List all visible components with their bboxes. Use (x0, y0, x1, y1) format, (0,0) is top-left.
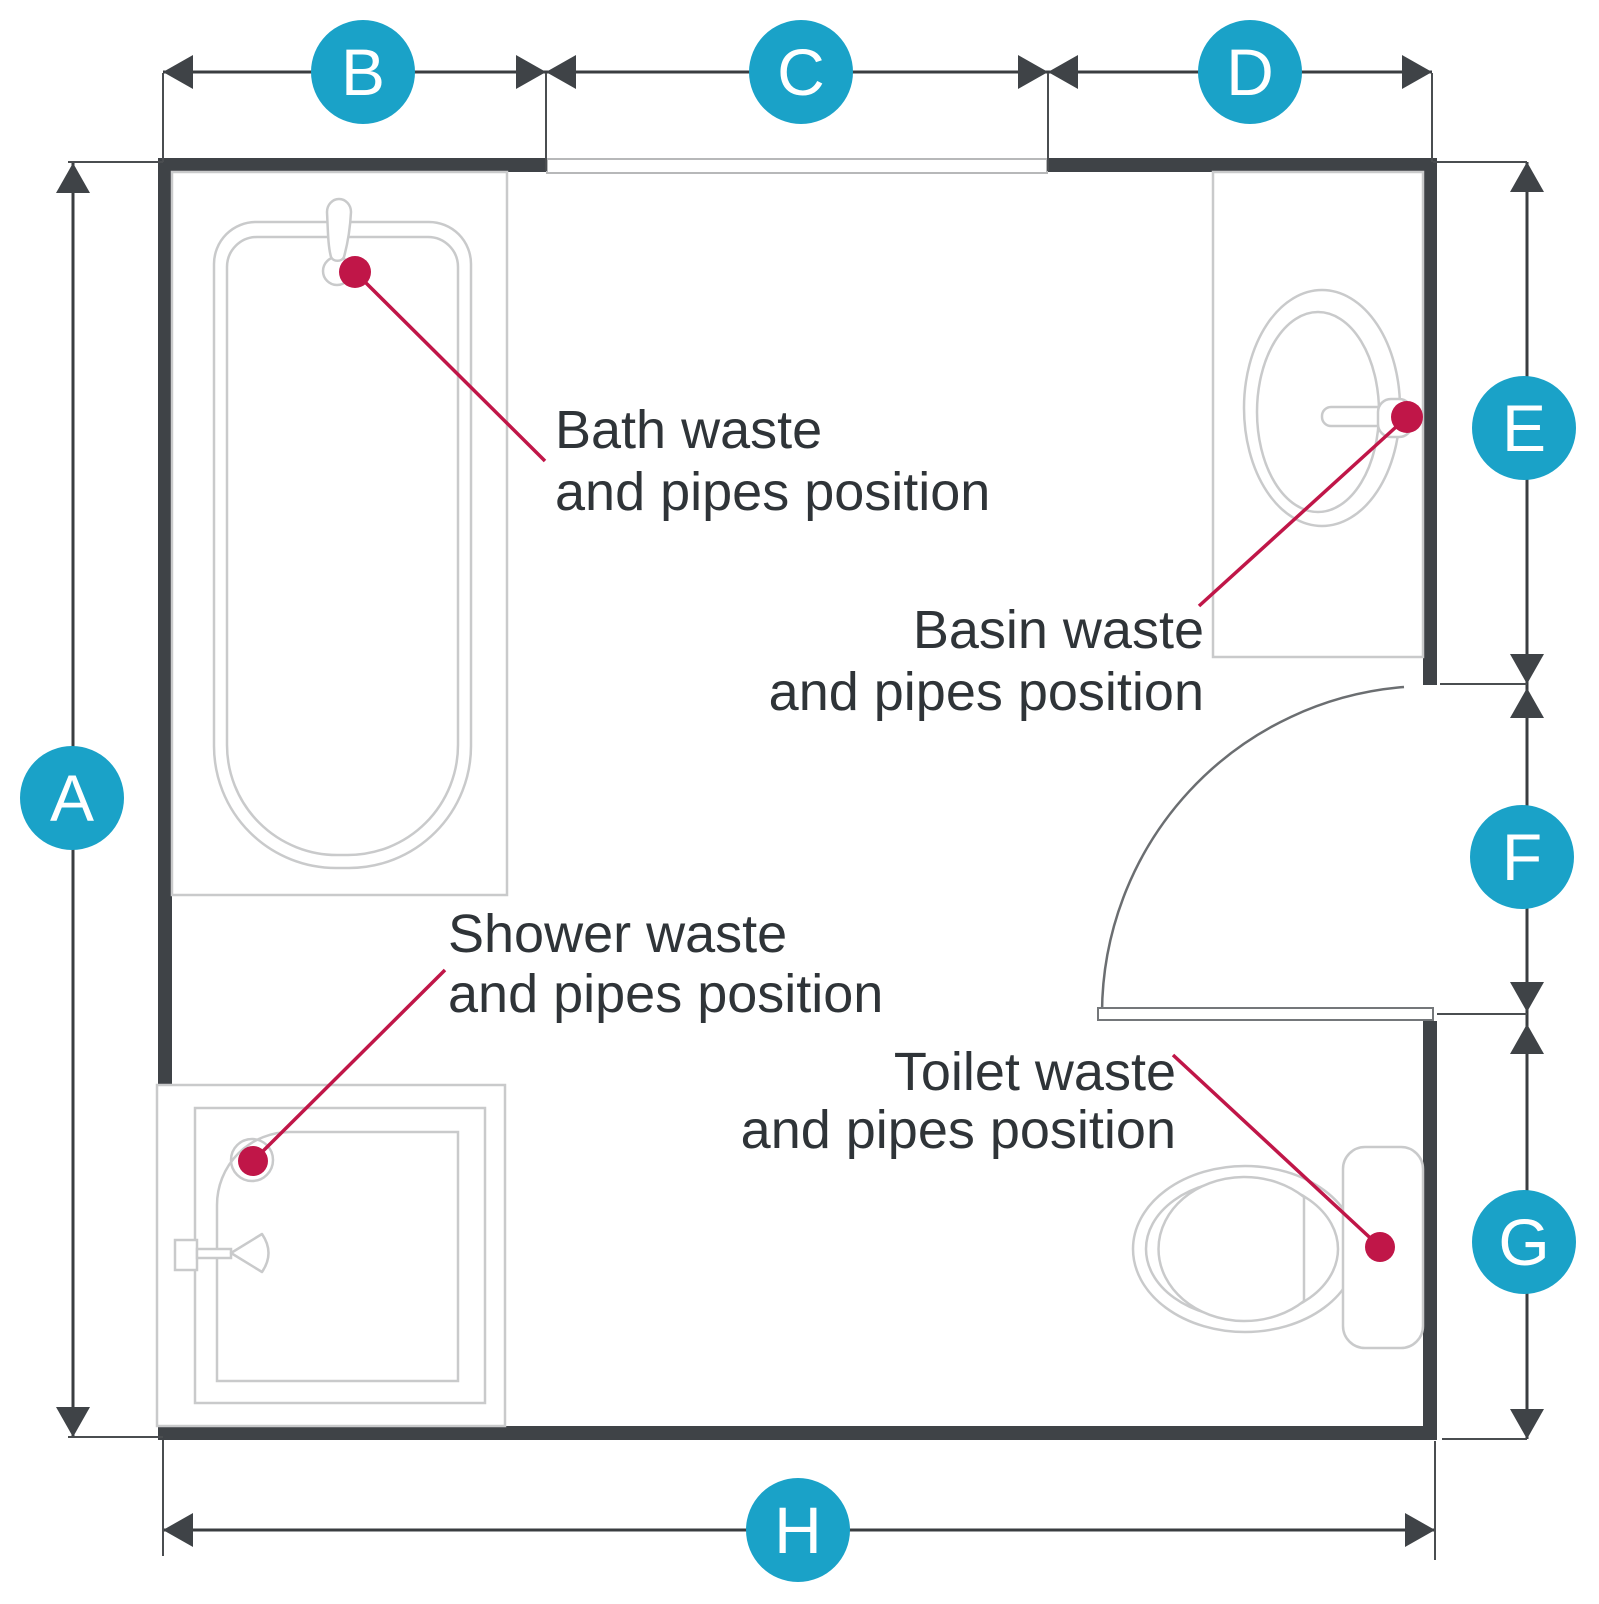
badge-g-circle (1472, 1190, 1576, 1294)
shower-tray-inner-outline (215, 1130, 460, 1383)
badge-g-label: G (1498, 1205, 1549, 1279)
wall-bottom (158, 1426, 1437, 1440)
badge-c-label: C (777, 35, 825, 109)
arrow-b-right-icon (516, 55, 546, 89)
arrow-h-right-icon (1405, 1513, 1435, 1547)
bath-leader-line (353, 270, 547, 463)
toilet-waste-marker (1365, 1232, 1395, 1262)
wall-right-upper (1423, 158, 1437, 685)
door-swing-arc (1100, 685, 1405, 1014)
dimension-badges: A B C D E F G H (20, 20, 1576, 1582)
badge-h-circle (746, 1478, 850, 1582)
bath-tap (325, 197, 353, 263)
arrow-h-left-icon (163, 1513, 193, 1547)
toilet-leader-line (1171, 1053, 1382, 1249)
badge-f-label: F (1502, 820, 1542, 894)
arrow-b-left-icon (163, 55, 193, 89)
basin-note-line1: Basin waste (913, 600, 1204, 660)
badge-e-label: E (1502, 391, 1546, 465)
badge-h-label: H (774, 1493, 822, 1567)
badge-f: F (1470, 805, 1574, 909)
bath-note-line2: and pipes position (555, 462, 990, 522)
shower-head-icon (229, 1232, 270, 1274)
arrow-e-down-icon (1510, 654, 1544, 684)
door-leaf (1097, 1007, 1434, 1021)
dimension-arrowheads (56, 55, 1544, 1547)
arrow-d-right-icon (1402, 55, 1432, 89)
wall-top-left-segment (158, 158, 547, 172)
toilet-note-line1: Toilet waste (894, 1042, 1176, 1102)
arrow-g-down-icon (1510, 1409, 1544, 1439)
badge-c: C (749, 20, 853, 124)
basin-waste-marker (1391, 401, 1423, 433)
badge-a-label: A (50, 761, 94, 835)
toilet-bowl-outline (1157, 1175, 1306, 1323)
basin-fixture (1211, 170, 1425, 659)
badge-e: E (1472, 376, 1576, 480)
badge-e-circle (1472, 376, 1576, 480)
shower-waste-marker (238, 1146, 268, 1176)
basin-note-line2: and pipes position (769, 662, 1204, 722)
arrow-d-left-icon (1048, 55, 1078, 89)
badge-b: B (311, 20, 415, 124)
badge-d-circle (1198, 20, 1302, 124)
badge-g: G (1472, 1190, 1576, 1294)
bath-fixture (170, 170, 509, 897)
arrow-a-up-icon (56, 163, 90, 193)
wall-top-right-segment (1047, 158, 1437, 172)
badge-h: H (746, 1478, 850, 1582)
bath-note-line1: Bath waste (555, 400, 822, 460)
arrow-g-up-icon (1510, 1024, 1544, 1054)
bathtub-inner-outline (225, 235, 460, 857)
arrow-c-right-icon (1018, 55, 1048, 89)
badge-d-label: D (1226, 35, 1274, 109)
arrow-f-up-icon (1510, 688, 1544, 718)
arrow-e-up-icon (1510, 162, 1544, 192)
arrow-a-down-icon (56, 1407, 90, 1437)
door (1097, 685, 1434, 1021)
annotation-texts: Bath waste and pipes position Basin wast… (448, 400, 1204, 1160)
badge-a: A (20, 746, 124, 850)
shower-fixture (155, 1083, 507, 1428)
toilet-note-line2: and pipes position (741, 1100, 1176, 1160)
arrow-c-left-icon (546, 55, 576, 89)
wall-top-screen-segment (546, 158, 1048, 174)
shower-valve-bracket (173, 1238, 199, 1272)
badge-a-circle (20, 746, 124, 850)
shower-note-line1: Shower waste (448, 904, 787, 964)
wall-right-lower (1423, 1021, 1437, 1426)
shower-waste-fitting (229, 1137, 275, 1183)
badge-d: D (1198, 20, 1302, 124)
badge-b-label: B (341, 35, 385, 109)
waste-position-markers (238, 256, 1423, 1262)
basin-leader-line (1197, 415, 1409, 608)
leader-lines (251, 270, 1409, 1249)
badge-b-circle (311, 20, 415, 124)
badge-f-circle (1470, 805, 1574, 909)
shower-note-line2: and pipes position (448, 964, 883, 1024)
badge-c-circle (749, 20, 853, 124)
arrow-f-down-icon (1510, 982, 1544, 1012)
bath-waste-marker (339, 256, 371, 288)
shower-leader-line (251, 968, 447, 1163)
shower-arm (195, 1247, 233, 1260)
